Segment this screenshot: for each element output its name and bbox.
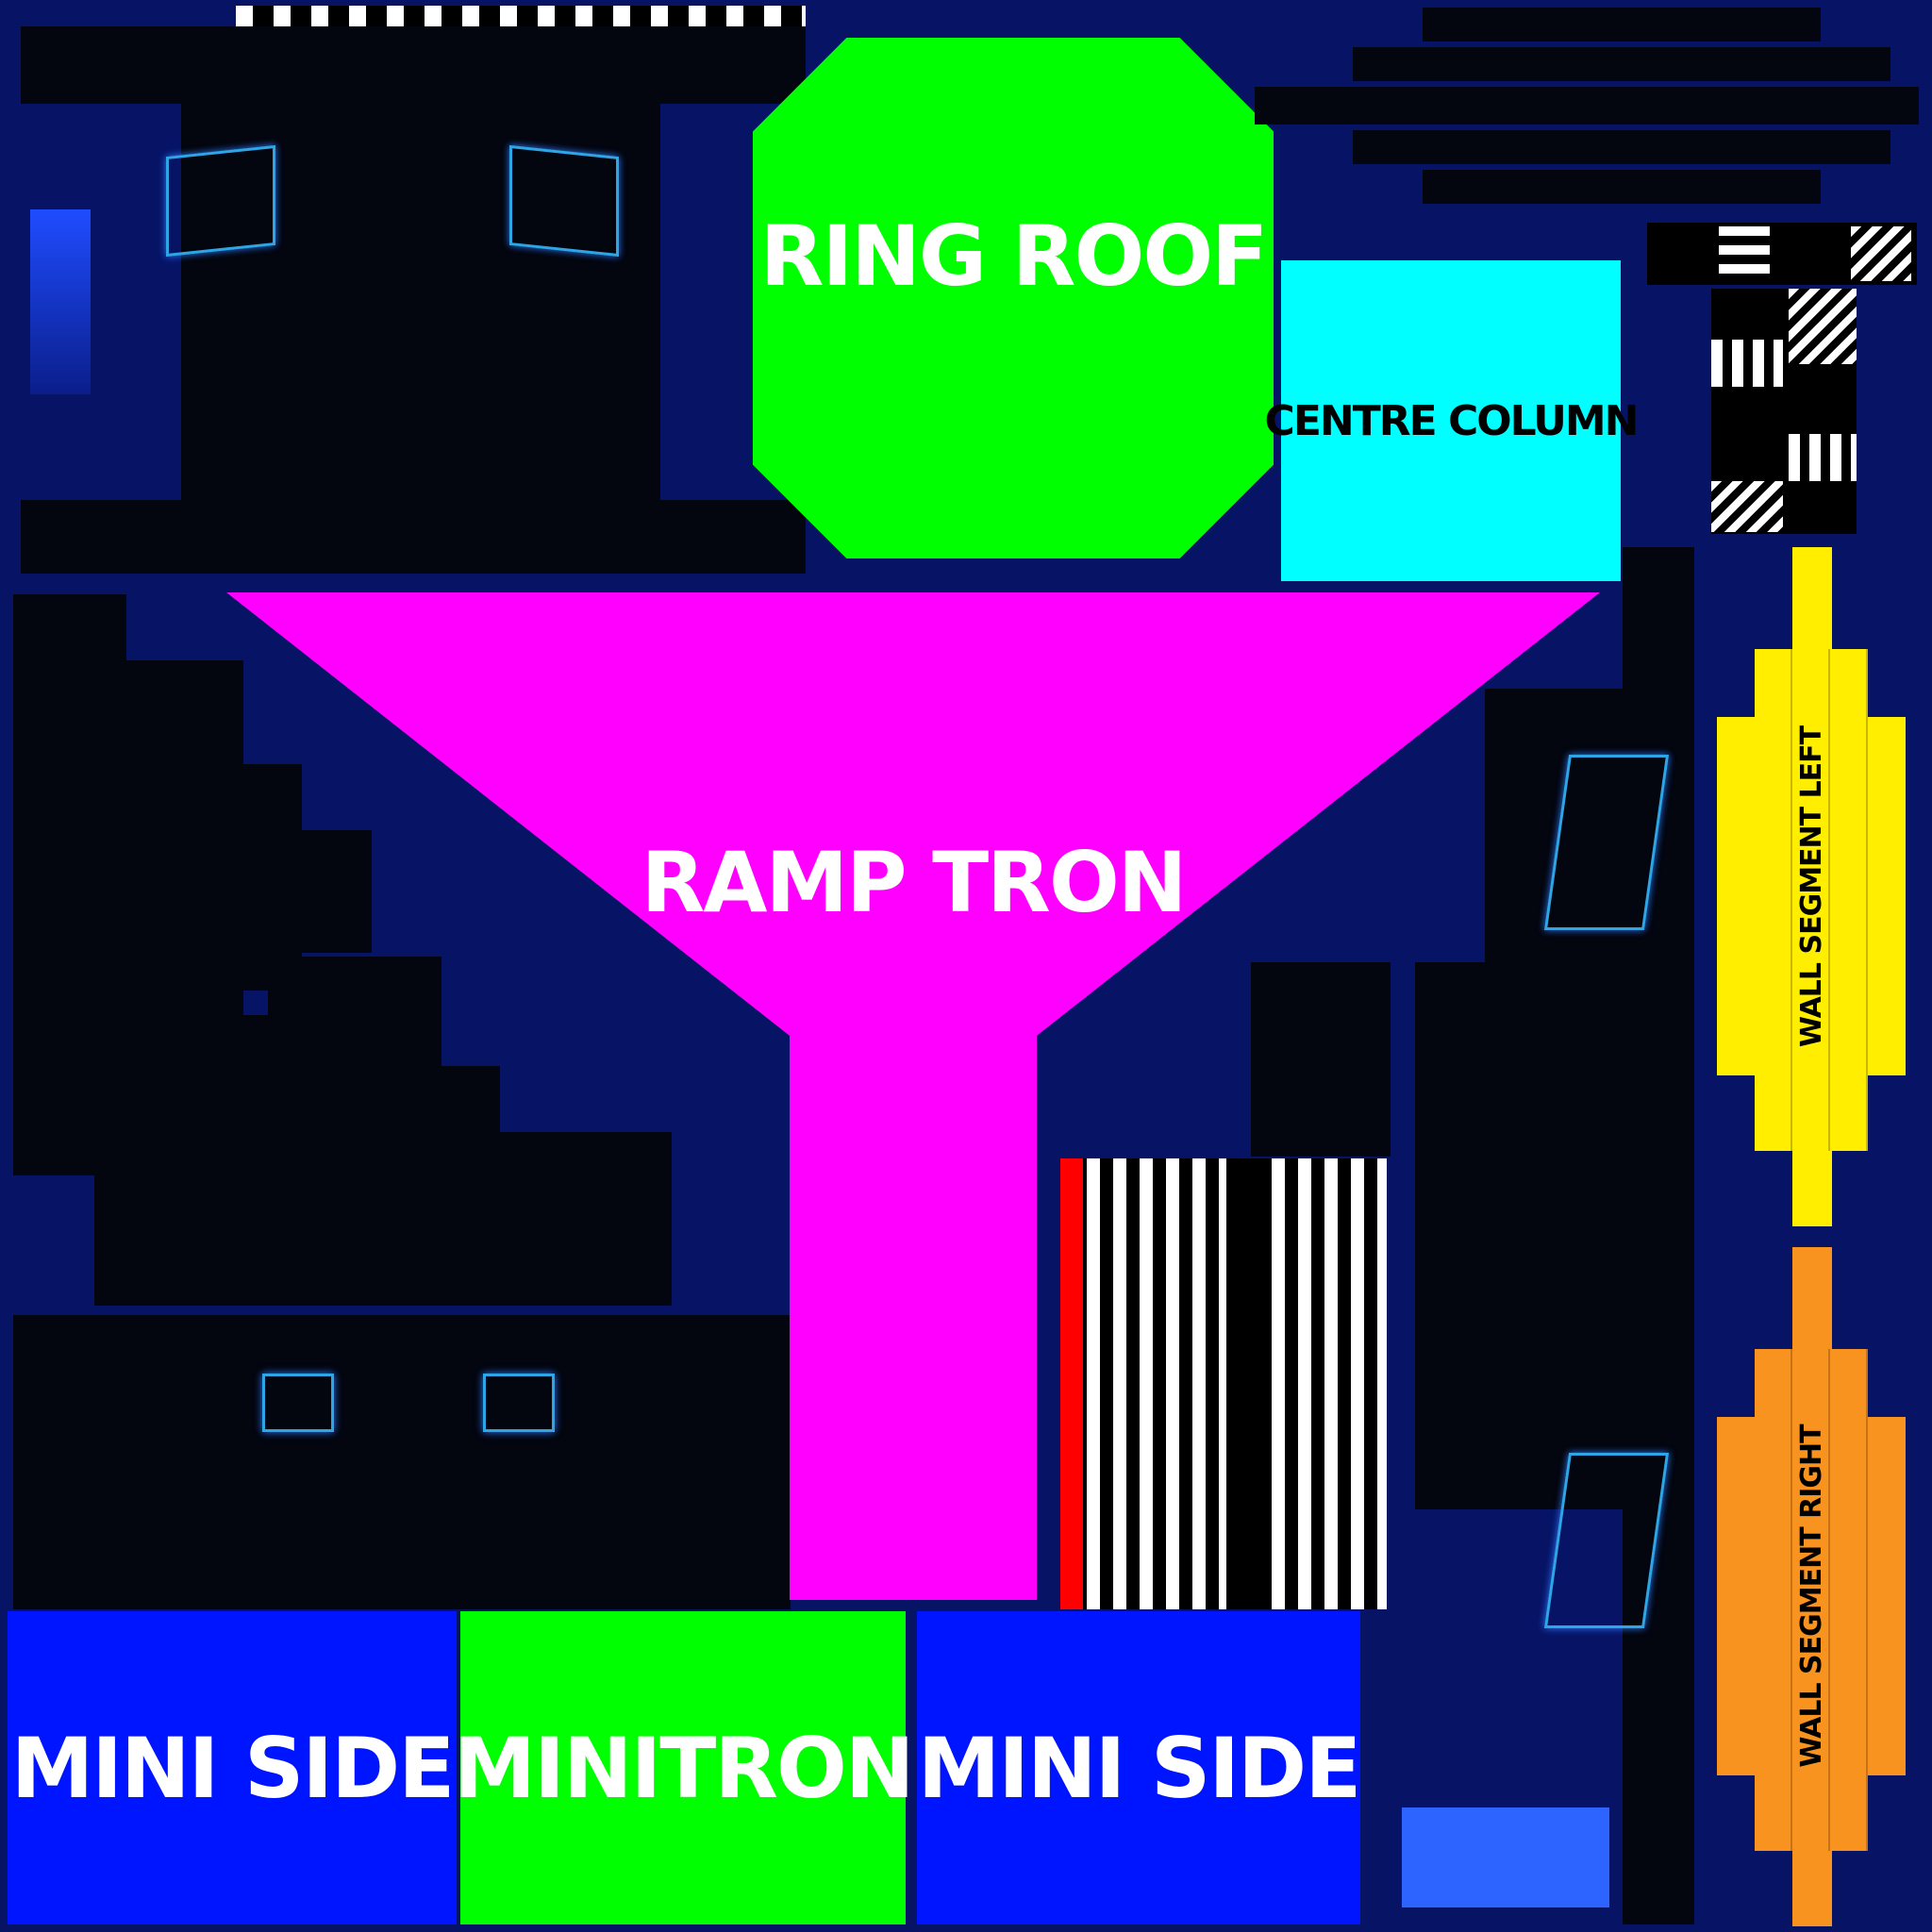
mini-side-right-panel: MINI SIDE: [917, 1611, 1362, 1924]
neon-frame-top-left-a: [166, 144, 275, 258]
striped-pattern-panel: [1060, 1158, 1387, 1609]
ring-roof-panel: RING ROOF: [753, 38, 1274, 558]
pattern-dots-4: [1789, 289, 1857, 364]
dark-bar-3: [1255, 87, 1919, 125]
neon-frame-bottom-left-a: [262, 1374, 334, 1432]
wall-left-stripe-lines: [1755, 649, 1868, 1151]
pattern-dots-5: [1789, 434, 1857, 481]
step-lower-4: [268, 957, 441, 1306]
minitron-panel: MINITRON: [454, 1611, 914, 1924]
pattern-dots-6: [1711, 481, 1783, 532]
step-4: [13, 830, 372, 953]
white-pattern-strip-top: [236, 6, 806, 26]
mini-side-left-label: MINI SIDE: [10, 1719, 456, 1817]
ring-roof-label: RING ROOF: [759, 207, 1269, 305]
mini-side-right-label: MINI SIDE: [917, 1719, 1362, 1817]
neon-frame-top-left-b: [509, 144, 619, 258]
ramp-tron-label-wrap: RAMP TRON: [604, 830, 1223, 934]
wall-segment-left-label-wrap: WALL SEGMENT LEFT: [1783, 623, 1840, 1151]
striped-gap: [1226, 1158, 1264, 1609]
wall-segment-right-label-wrap: WALL SEGMENT RIGHT: [1783, 1332, 1840, 1860]
centre-column-panel: CENTRE COLUMN: [1265, 260, 1639, 581]
wall-segment-right-label: WALL SEGMENT RIGHT: [1794, 1424, 1828, 1768]
wall-segment-left-label: WALL SEGMENT LEFT: [1794, 725, 1828, 1048]
centre-column-label: CENTRE COLUMN: [1264, 396, 1640, 445]
dark-bar-5: [1423, 170, 1821, 204]
tron-column-right-upper: [1485, 689, 1694, 972]
dark-bar-4: [1353, 130, 1890, 164]
dark-square: [1251, 962, 1391, 1157]
tron-panel-bottom-left: [13, 1315, 791, 1609]
dark-bar-2: [1353, 47, 1890, 81]
tron-column-right-wide: [1415, 962, 1694, 1509]
neon-frame-bottom-left-b: [483, 1374, 555, 1432]
wall-segment-right-panel: WALL SEGMENT RIGHT: [1717, 1247, 1906, 1926]
red-stripe: [1060, 1158, 1083, 1609]
pattern-dots-3: [1711, 340, 1783, 387]
wall-right-stripe-lines: [1755, 1349, 1868, 1851]
pattern-dots-2: [1851, 226, 1911, 281]
blue-small-block: [1402, 1807, 1609, 1907]
blue-gradient-strip: [30, 209, 91, 394]
ramp-tron-label: RAMP TRON: [641, 833, 1188, 931]
mini-side-left-panel: MINI SIDE: [8, 1611, 457, 1924]
pattern-dots-1: [1719, 226, 1770, 281]
dark-bar-1: [1423, 8, 1821, 42]
minitron-label: MINITRON: [453, 1719, 915, 1817]
wall-segment-left-panel: WALL SEGMENT LEFT: [1717, 547, 1906, 1226]
